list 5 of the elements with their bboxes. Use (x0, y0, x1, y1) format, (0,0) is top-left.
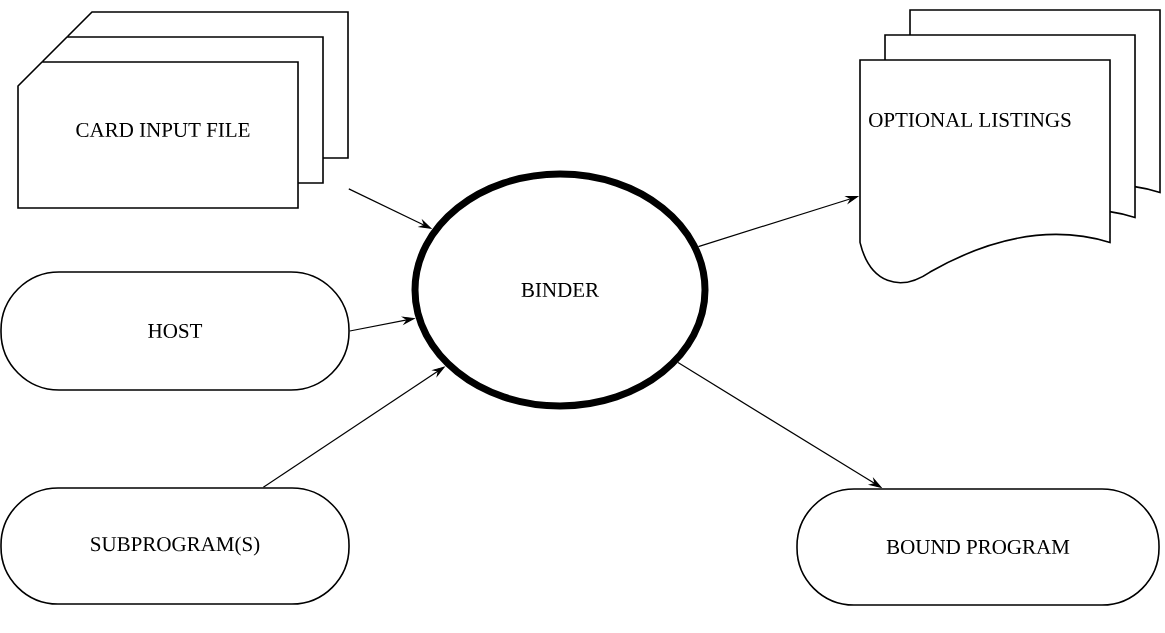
document-stack: OPTIONAL LISTINGS (859, 9, 1161, 284)
terminal-box: HOST (0, 271, 350, 391)
card-deck: CARD INPUT FILE (17, 11, 349, 209)
terminal-box: SUBPROGRAM(S) (0, 487, 350, 605)
terminal-box: BOUND PROGRAM (796, 488, 1160, 606)
